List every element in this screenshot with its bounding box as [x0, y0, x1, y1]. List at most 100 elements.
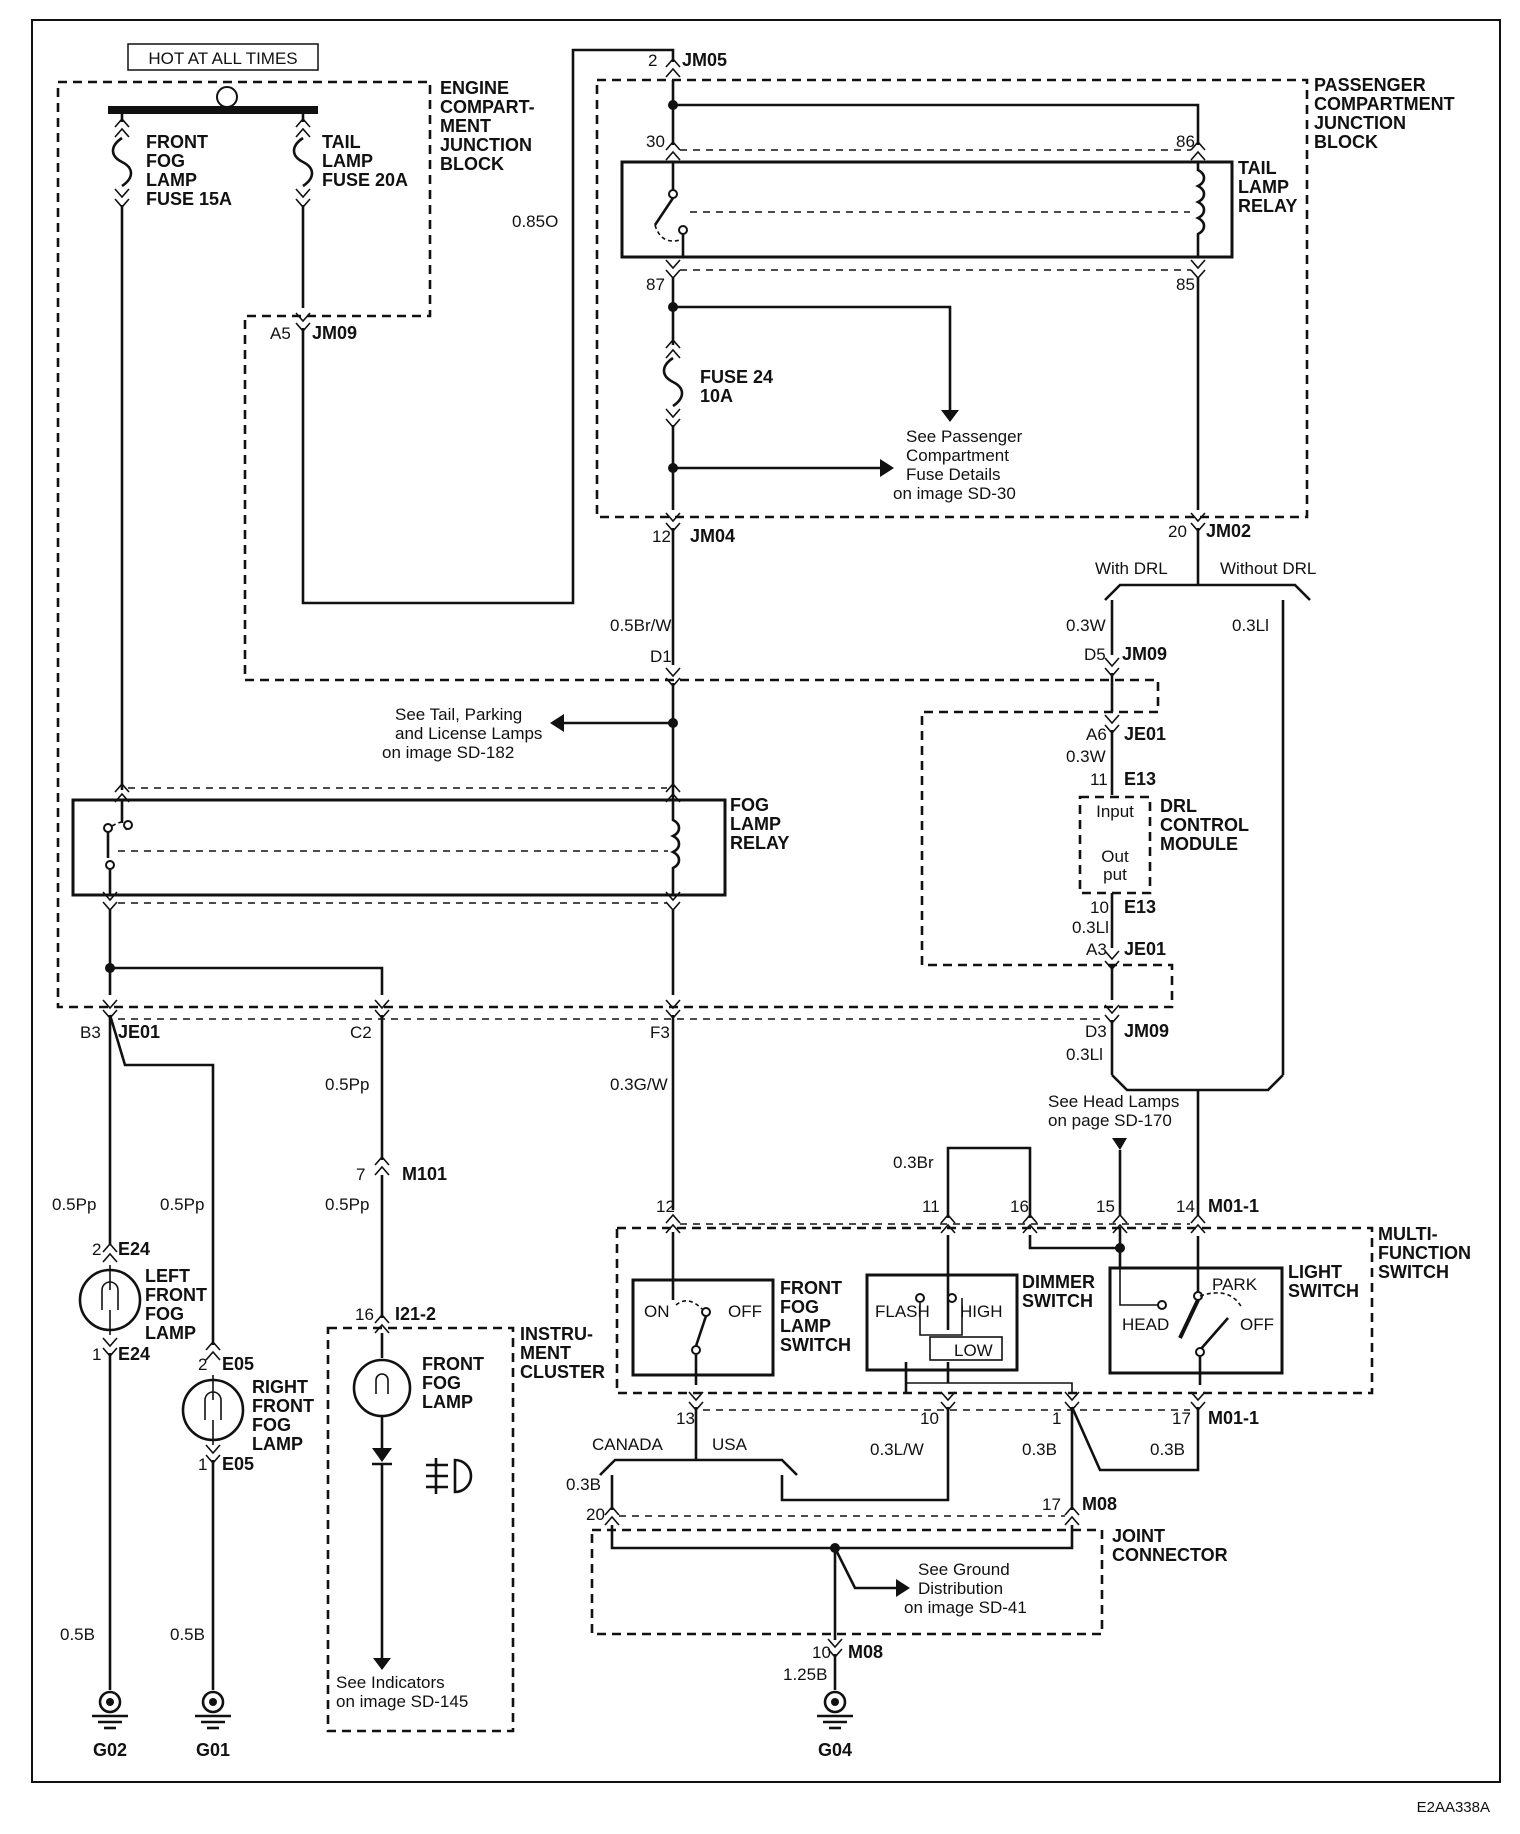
svg-text:JM05: JM05: [682, 50, 727, 70]
svg-text:12: 12: [652, 527, 671, 546]
svg-text:SWITCH: SWITCH: [780, 1335, 851, 1355]
svg-text:0.5Pp: 0.5Pp: [52, 1195, 96, 1214]
svg-text:LAMP: LAMP: [422, 1392, 473, 1412]
svg-text:FRONT: FRONT: [252, 1396, 314, 1416]
svg-text:FRONT: FRONT: [780, 1278, 842, 1298]
svg-text:LAMP: LAMP: [252, 1434, 303, 1454]
svg-text:20: 20: [1168, 522, 1187, 541]
svg-text:17: 17: [1042, 1495, 1061, 1514]
svg-text:LAMP: LAMP: [780, 1316, 831, 1336]
svg-text:0.3B: 0.3B: [1022, 1440, 1057, 1459]
svg-text:on page SD-170: on page SD-170: [1048, 1111, 1172, 1130]
svg-text:PARK: PARK: [1212, 1275, 1258, 1294]
right-fog-lamp-label: RIGHT FRONT FOG LAMP: [252, 1377, 314, 1454]
svg-text:put: put: [1103, 865, 1127, 884]
svg-text:M01-1: M01-1: [1208, 1408, 1259, 1428]
diagram-code: E2AA338A: [1417, 1799, 1490, 1816]
svg-text:0.85O: 0.85O: [512, 212, 558, 231]
svg-text:0.3Ll: 0.3Ll: [1232, 616, 1269, 635]
cluster-fog-lamp-label: FRONT FOG LAMP: [422, 1354, 484, 1412]
ground-g01-icon: [195, 1690, 231, 1730]
svg-text:Out: Out: [1101, 847, 1129, 866]
svg-text:A6: A6: [1086, 725, 1107, 744]
svg-text:LAMP: LAMP: [730, 814, 781, 834]
svg-text:OFF: OFF: [728, 1302, 762, 1321]
ground-g04-icon: [817, 1690, 853, 1730]
svg-text:1: 1: [198, 1455, 207, 1474]
svg-text:JM09: JM09: [1122, 644, 1167, 664]
svg-text:SWITCH: SWITCH: [1378, 1262, 1449, 1282]
svg-text:LOW: LOW: [954, 1341, 993, 1360]
tail-fuse-label: TAIL LAMP FUSE 20A: [322, 132, 408, 190]
svg-text:0.3W: 0.3W: [1066, 616, 1106, 635]
svg-text:FRONT: FRONT: [145, 1285, 207, 1305]
svg-text:0.3G/W: 0.3G/W: [610, 1075, 668, 1094]
right-fog-lamp: [181, 1375, 245, 1445]
svg-text:M08: M08: [848, 1642, 883, 1662]
svg-text:See Ground: See Ground: [918, 1560, 1010, 1579]
drl-module-label: DRL CONTROL MODULE: [1160, 796, 1249, 854]
fog-switch-label: FRONT FOG LAMP SWITCH: [780, 1278, 851, 1355]
tail-parking-note: See Tail, Parking and License Lamps on i…: [382, 705, 542, 762]
svg-text:16: 16: [355, 1305, 374, 1324]
svg-text:FOG: FOG: [730, 795, 769, 815]
svg-text:12: 12: [656, 1197, 675, 1216]
svg-text:10A: 10A: [700, 386, 733, 406]
svg-text:17: 17: [1172, 1409, 1191, 1428]
svg-text:11: 11: [1090, 770, 1108, 789]
front-fog-lamp-switch[interactable]: [631, 1278, 775, 1377]
svg-text:13: 13: [676, 1409, 695, 1428]
multi-function-switch: [615, 1226, 1374, 1395]
fog-switch-contact: [671, 1232, 711, 1385]
svg-text:Without DRL: Without DRL: [1220, 559, 1316, 578]
svg-text:HOT AT ALL TIMES: HOT AT ALL TIMES: [148, 49, 297, 68]
joint-connector-label: JOINT CONNECTOR: [1112, 1526, 1228, 1565]
svg-text:SWITCH: SWITCH: [1022, 1291, 1093, 1311]
svg-text:M101: M101: [402, 1164, 447, 1184]
svg-text:2: 2: [92, 1240, 101, 1259]
svg-text:E13: E13: [1124, 769, 1156, 789]
svg-text:LIGHT: LIGHT: [1288, 1262, 1342, 1282]
svg-text:30: 30: [646, 132, 665, 151]
tail-lamp-relay: [620, 160, 1234, 259]
svg-text:See Head Lamps: See Head Lamps: [1048, 1092, 1179, 1111]
svg-text:COMPARTMENT: COMPARTMENT: [1314, 94, 1455, 114]
svg-text:DIMMER: DIMMER: [1022, 1272, 1095, 1292]
svg-text:M08: M08: [1082, 1494, 1117, 1514]
svg-text:See Passenger: See Passenger: [906, 427, 1023, 446]
svg-text:FUSE 15A: FUSE 15A: [146, 189, 232, 209]
svg-text:on image SD-30: on image SD-30: [893, 484, 1016, 503]
svg-text:CLUSTER: CLUSTER: [520, 1362, 605, 1382]
left-fog-lamp-label: LEFT FRONT FOG LAMP: [145, 1266, 207, 1343]
svg-text:2: 2: [648, 51, 657, 70]
light-switch[interactable]: [1108, 1266, 1284, 1375]
passenger-junction-block-label: PASSENGER COMPARTMENT JUNCTION BLOCK: [1314, 75, 1455, 152]
instrument-cluster: [326, 1326, 515, 1733]
svg-text:1.25B: 1.25B: [783, 1665, 827, 1684]
svg-text:FOG: FOG: [252, 1415, 291, 1435]
svg-text:E05: E05: [222, 1454, 254, 1474]
svg-text:0.3Ll: 0.3Ll: [1072, 918, 1109, 937]
svg-text:FRONT: FRONT: [422, 1354, 484, 1374]
svg-text:TAIL: TAIL: [1238, 158, 1277, 178]
fog-relay-contact: [103, 800, 133, 895]
svg-text:JE01: JE01: [118, 1022, 160, 1042]
svg-text:0.3Br: 0.3Br: [893, 1153, 934, 1172]
light-switch-contact: [1119, 1236, 1243, 1385]
svg-text:FRONT: FRONT: [146, 132, 208, 152]
instrument-cluster-label: INSTRU- MENT CLUSTER: [520, 1324, 605, 1382]
svg-text:10: 10: [812, 1643, 831, 1662]
svg-text:LEFT: LEFT: [145, 1266, 190, 1286]
svg-text:CONNECTOR: CONNECTOR: [1112, 1545, 1228, 1565]
svg-text:15: 15: [1096, 1197, 1115, 1216]
svg-text:BLOCK: BLOCK: [440, 154, 504, 174]
svg-text:INSTRU-: INSTRU-: [520, 1324, 593, 1344]
cluster-fog-lamp: [352, 1358, 412, 1418]
svg-text:JUNCTION: JUNCTION: [440, 135, 532, 155]
svg-text:MODULE: MODULE: [1160, 834, 1238, 854]
svg-text:FUSE 24: FUSE 24: [700, 367, 773, 387]
dimmer-switch-contact: [904, 1235, 1003, 1383]
dimmer-switch[interactable]: [865, 1273, 1019, 1372]
svg-text:DRL: DRL: [1160, 796, 1197, 816]
svg-text:A3: A3: [1086, 940, 1107, 959]
